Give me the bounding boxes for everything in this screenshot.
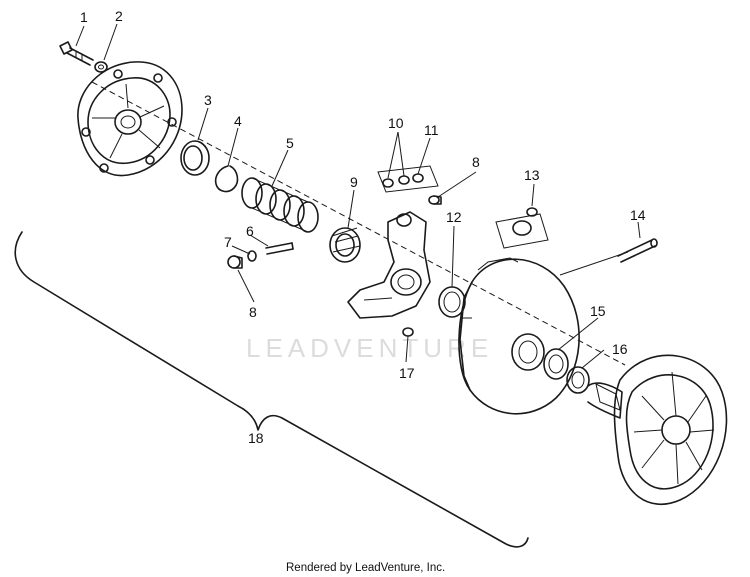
callout-1: 1: [80, 9, 88, 25]
part-2-nut[interactable]: [94, 61, 108, 73]
callout-13: 13: [524, 167, 540, 183]
part-6-pin[interactable]: [265, 242, 294, 255]
callout-10: 10: [388, 115, 404, 131]
assembly-18-bracket: [14, 231, 529, 548]
part-1-bolt[interactable]: [59, 41, 94, 66]
callout-17: 17: [399, 365, 415, 381]
callout-5: 5: [286, 135, 294, 151]
callout-12: 12: [446, 209, 462, 225]
part-10-11-nuts[interactable]: [377, 165, 439, 193]
part-9-spider-cam[interactable]: [329, 227, 361, 263]
part-4-snap-ring[interactable]: [214, 165, 239, 193]
callout-8-upper: 8: [472, 154, 480, 170]
part-13-button[interactable]: [495, 207, 549, 249]
fixed-sheave: [587, 354, 728, 505]
spider-arm: [347, 211, 431, 319]
watermark: LEADVENTURE: [246, 333, 493, 363]
callout-15: 15: [590, 303, 606, 319]
assembly-axis-line: [91, 81, 626, 366]
part-8-roller-upper[interactable]: [428, 195, 442, 205]
callout-7: 7: [224, 234, 232, 250]
leader-lines: [75, 23, 641, 369]
callout-16: 16: [612, 341, 628, 357]
part-5-spring[interactable]: [241, 177, 319, 233]
callout-8-lower: 8: [249, 304, 257, 320]
callout-4: 4: [234, 113, 242, 129]
part-3-bushing[interactable]: [180, 140, 210, 176]
part-7-washer[interactable]: [247, 250, 257, 262]
callout-11: 11: [424, 122, 439, 138]
part-8-roller-lower[interactable]: [227, 255, 243, 269]
callout-3: 3: [204, 92, 212, 108]
part-15-bushing[interactable]: [543, 348, 569, 380]
callout-18: 18: [248, 430, 264, 446]
callout-labels: 1 2 3 4 5 6 7 8 8 9 10 11 12 13 14 15 16…: [80, 8, 646, 446]
movable-sheave: [458, 257, 580, 415]
footer-credit: Rendered by LeadVenture, Inc.: [286, 562, 445, 574]
part-16-seal[interactable]: [566, 366, 590, 394]
callout-9: 9: [350, 174, 358, 190]
callout-14: 14: [630, 207, 646, 223]
callout-6: 6: [246, 223, 254, 239]
callout-2: 2: [115, 8, 123, 24]
part-14-pin[interactable]: [617, 238, 658, 263]
cover-plate: [77, 61, 183, 177]
